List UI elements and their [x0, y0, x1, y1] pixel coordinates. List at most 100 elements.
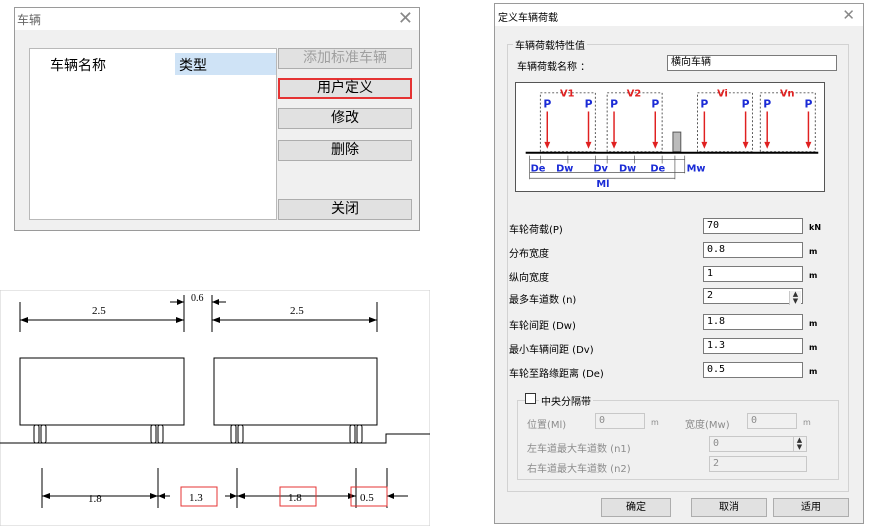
load-dialog-title: 定义车辆荷载	[498, 13, 558, 24]
p-label-1: P	[585, 98, 593, 111]
field-input[interactable]: 70	[703, 218, 803, 234]
diagram-dim-labels: De Dw Dv Dw De Mw Ml	[531, 163, 706, 190]
diag-label-dv: Dv	[593, 163, 608, 174]
p-label-0: P	[543, 98, 551, 111]
load-arrow-head-2	[611, 141, 617, 149]
load-arrow-head-6	[764, 141, 771, 149]
median-position-input[interactable]: 0	[595, 413, 645, 429]
vehicles-dialog-titlebar: 车辆 ✕	[15, 8, 419, 30]
load-properties-group	[507, 44, 849, 492]
field-unit: kN	[809, 223, 822, 232]
dim-label-0.5: 0.5	[360, 492, 374, 504]
dim-label-0.6: 0.6	[191, 293, 204, 304]
highlight-box-1.3	[180, 486, 218, 507]
load-name-label: 车辆荷载名称 ：	[517, 62, 591, 73]
vehicle-list[interactable]: 车辆名称 类型	[29, 48, 277, 220]
dim-label-1.8-left: 1.8	[88, 493, 102, 505]
field-input[interactable]: 1	[703, 266, 803, 282]
field-label: 车轮至路缘距离 (De)	[509, 369, 604, 380]
diag-label-de-left: De	[531, 163, 546, 174]
vehicle-label-vn: Vn	[780, 89, 795, 100]
diagram-dimension-lines	[529, 155, 686, 180]
p-label-6: P	[763, 98, 771, 111]
close-icon[interactable]: ✕	[397, 8, 413, 29]
p-label-3: P	[651, 98, 659, 111]
top-dimension-arrows	[20, 299, 377, 323]
load-arrow-head-7	[805, 141, 812, 149]
close-icon[interactable]: ✕	[842, 6, 855, 24]
median-width-label: 宽度(Mw)	[685, 420, 730, 431]
field-unit: m	[809, 247, 818, 256]
define-vehicle-load-dialog: 定义车辆荷载 ✕ 车辆荷载特性值 车辆荷载名称 ： 横向车辆 V1 V2 Vi …	[494, 3, 864, 524]
median-checkbox[interactable]	[525, 393, 536, 404]
field-label: 纵向宽度	[509, 273, 549, 284]
field-label: 最多车道数 (n)	[509, 295, 577, 306]
median-group	[517, 400, 839, 480]
highlight-box-0.5	[350, 486, 388, 507]
dim-label-2.5-left: 2.5	[92, 305, 106, 317]
highlight-box-1.8	[279, 486, 317, 507]
dim-label-2.5-right: 2.5	[290, 305, 304, 317]
field-label: 最小车辆间距 (Dv)	[509, 345, 594, 356]
diag-label-ml: Ml	[596, 179, 609, 190]
field-input[interactable]: 1.8	[703, 314, 803, 330]
field-input[interactable]: 1.3	[703, 338, 803, 354]
load-arrow-head-4	[701, 141, 708, 149]
close-button[interactable]: 关闭	[278, 199, 412, 220]
load-dialog-titlebar: 定义车辆荷载 ✕	[495, 4, 863, 26]
cancel-button[interactable]: 取消	[691, 498, 767, 517]
load-arrow-head-0	[544, 141, 551, 149]
left-lanes-input[interactable]: 0	[709, 436, 807, 452]
column-header-type[interactable]: 类型	[175, 53, 276, 75]
dim-label-1.3: 1.3	[189, 492, 203, 504]
field-unit: m	[809, 319, 818, 328]
bottom-dimension-arrows	[42, 493, 394, 499]
left-lanes-label: 左车道最大车道数 (n1)	[527, 444, 631, 455]
vehicle-label-v2: V2	[627, 89, 641, 100]
vehicles-dialog-title: 车辆	[17, 13, 42, 27]
right-lanes-input[interactable]: 2	[709, 456, 807, 472]
ok-button[interactable]: 确定	[601, 498, 671, 517]
field-label: 车轮荷载(P)	[509, 225, 563, 236]
field-unit: m	[809, 271, 818, 280]
left-lanes-spinner[interactable]: ▲▼	[793, 437, 805, 451]
median-position-label: 位置(Ml)	[527, 420, 567, 431]
vehicle-spacing-drawing: 2.5 0.6 2.5 1.8 1.3 1.8 0.5	[0, 290, 430, 526]
load-name-input[interactable]: 横向车辆	[667, 55, 837, 71]
lane-count-spinner[interactable]: ▲▼	[789, 291, 801, 305]
right-lanes-label: 右车道最大车道数 (n2)	[527, 464, 631, 475]
median-position-unit: m	[651, 418, 659, 427]
diag-label-dw-left: Dw	[556, 163, 573, 174]
column-header-vehicle-name[interactable]: 车辆名称	[50, 58, 106, 74]
median-block	[672, 131, 682, 153]
field-label: 分布宽度	[509, 249, 549, 260]
p-label-5: P	[742, 98, 750, 111]
load-arrow-head-3	[652, 141, 659, 149]
field-input[interactable]: 0.5	[703, 362, 803, 378]
p-label-4: P	[700, 98, 708, 111]
delete-button[interactable]: 删除	[278, 140, 412, 161]
field-input[interactable]: 2	[703, 288, 803, 304]
load-arrow-head-5	[742, 141, 749, 149]
diag-label-dw-right: Dw	[619, 163, 636, 174]
vehicles-dialog: 车辆 ✕ 车辆名称 类型 添加标准车辆 用户定义 修改 删除 关闭	[14, 7, 420, 231]
modify-button[interactable]: 修改	[278, 108, 412, 129]
vehicle-label-v1: V1	[560, 89, 575, 100]
vehicle-body-right	[213, 357, 378, 426]
field-input[interactable]: 0.8	[703, 242, 803, 258]
p-label-7: P	[805, 98, 813, 111]
median-width-input[interactable]: 0	[747, 413, 797, 429]
apply-button[interactable]: 适用	[773, 498, 849, 517]
add-standard-vehicle-button[interactable]: 添加标准车辆	[278, 48, 412, 69]
median-checkbox-label: 中央分隔带	[539, 393, 593, 408]
user-defined-button[interactable]: 用户定义	[278, 78, 412, 99]
load-arrow-head-1	[585, 141, 592, 149]
dim-label-1.8-right: 1.8	[288, 492, 302, 504]
field-unit: m	[809, 367, 818, 376]
load-properties-group-title: 车辆荷载特性值	[513, 37, 587, 52]
ground-and-curb	[0, 433, 403, 444]
bottom-dimension-lines	[41, 468, 408, 508]
field-label: 车轮间距 (Dw)	[509, 321, 576, 332]
